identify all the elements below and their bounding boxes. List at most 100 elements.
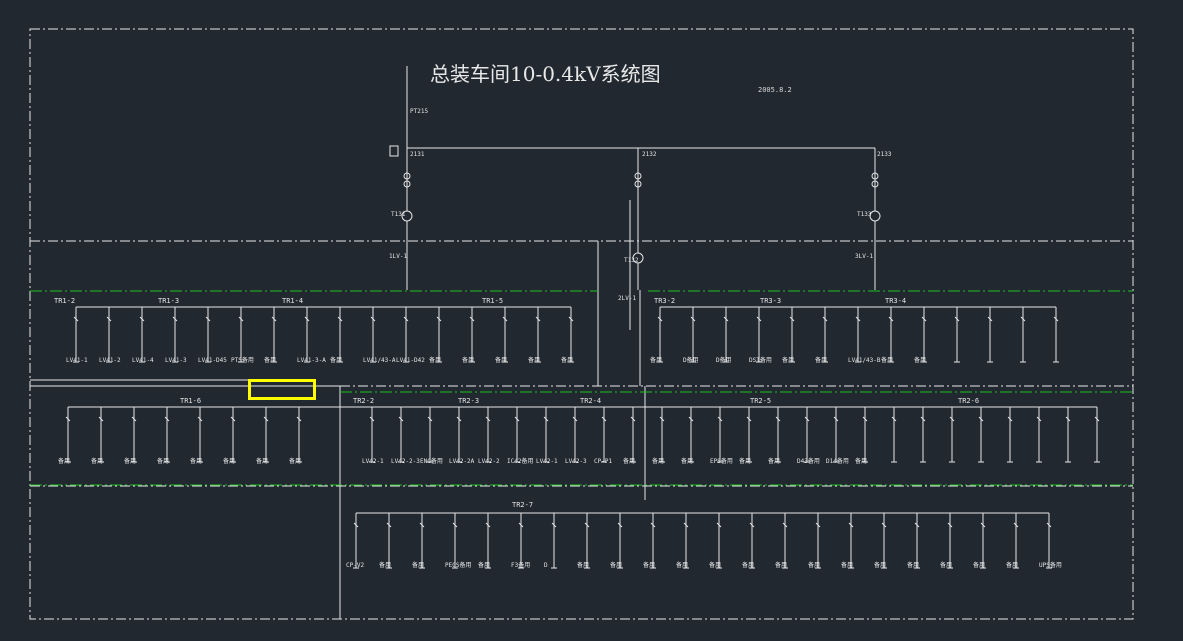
feeder-label: CP-P1 [594, 458, 613, 465]
breaker-tick [551, 522, 557, 528]
feeder-label: 备用 [429, 357, 442, 364]
feeder-label: 备用 [643, 562, 656, 569]
breaker-tick [688, 416, 694, 422]
feeder-label: LV42-2A [449, 458, 475, 465]
breaker-tick [197, 416, 203, 422]
feeder-label: LV41-1 [66, 357, 88, 364]
drawing-date: 2005.8.2 [758, 86, 792, 94]
breaker-tick [659, 416, 665, 422]
breaker-tick [98, 416, 104, 422]
breaker-tick [502, 316, 508, 322]
breaker-tick [888, 316, 894, 322]
feeder-label: 备用 [973, 562, 986, 569]
feeder-label: 备用 [478, 562, 491, 569]
breaker-tick [353, 522, 359, 528]
transformer-label-1: T131 [391, 211, 406, 218]
breaker-tick [1094, 416, 1100, 422]
group-tr3-3: TR3-3 [760, 297, 782, 305]
feeder-label: 备用 [462, 357, 475, 364]
feeder-label: 备用 [782, 357, 795, 364]
breaker-tick [535, 316, 541, 322]
feeder-label: 备用 [256, 458, 269, 465]
feeder-label: LV41-4 [132, 357, 154, 364]
group-tr2-4: TR2-4 [580, 397, 602, 405]
breaker-tick [947, 522, 953, 528]
group-tr2-6: TR2-6 [958, 397, 980, 405]
feeder-label: 备用 [914, 357, 927, 364]
feeder-label-2: 2132 [642, 151, 657, 158]
breaker-tick [164, 416, 170, 422]
feeder-label: 备用 [881, 357, 894, 364]
feeder-label: 备用 [739, 458, 752, 465]
group-tr1-6: TR1-6 [180, 397, 202, 405]
breaker-tick [914, 522, 920, 528]
feeder-label: 备用 [1006, 562, 1019, 569]
feeder-label: LV41/43-A [363, 357, 396, 364]
incoming-label: PT215 [410, 108, 429, 115]
breaker-tick [386, 522, 392, 528]
feeder-label-3: 2133 [877, 151, 892, 158]
feeder-label: LV41-2 [99, 357, 121, 364]
breaker-tick [205, 316, 211, 322]
breaker-tick [518, 522, 524, 528]
breaker-symbol [634, 180, 642, 188]
feeder-label: LV41-D42 [396, 357, 425, 364]
feeder-label: 备用 [841, 562, 854, 569]
feeder-label: LV41-D45 [198, 357, 227, 364]
breaker-tick [403, 316, 409, 322]
breaker-tick [238, 316, 244, 322]
feeder-label: LV42-1 [536, 458, 558, 465]
transformer-symbol [869, 210, 881, 222]
breaker-tick [469, 316, 475, 322]
feeder-label: 备用 [676, 562, 689, 569]
breaker-tick [749, 522, 755, 528]
breaker-tick [657, 316, 663, 322]
feeder-label: 备用 [561, 357, 574, 364]
breaker-tick [716, 522, 722, 528]
feeder-label: 备用 [940, 562, 953, 569]
group-tr1-2: TR1-2 [54, 297, 76, 305]
breaker-tick [271, 316, 277, 322]
feeder-label: LV42-2-3 [391, 458, 420, 465]
feeder-label: 备用 [681, 458, 694, 465]
breaker-tick [337, 316, 343, 322]
breaker-tick [601, 416, 607, 422]
breaker-tick [833, 416, 839, 422]
feeder-label: 备用 [91, 458, 104, 465]
feeder-label: LV42-1 [362, 458, 384, 465]
breaker-tick [485, 416, 491, 422]
breaker-tick [862, 416, 868, 422]
breaker-symbol [403, 172, 411, 180]
breaker-tick [822, 316, 828, 322]
feeder-label: 备用 [652, 458, 665, 465]
group-tr3-2: TR3-2 [654, 297, 676, 305]
breaker-tick [370, 316, 376, 322]
feeder-label: 备用 [650, 357, 663, 364]
breaker-tick [920, 416, 926, 422]
breaker-tick [73, 316, 79, 322]
breaker-label-2: 2LV-1 [618, 295, 637, 302]
breaker-tick [514, 416, 520, 422]
breaker-tick [804, 416, 810, 422]
breaker-symbol [634, 172, 642, 180]
breaker-tick [954, 316, 960, 322]
drawing-frame [29, 28, 1134, 620]
breaker-tick [65, 416, 71, 422]
breaker-tick [543, 416, 549, 422]
feeder-label: 备用 [709, 562, 722, 569]
breaker-tick [746, 416, 752, 422]
feeder-label: UPS备用 [1039, 562, 1062, 569]
selection-highlight[interactable] [248, 379, 316, 400]
group-tr2-2: TR2-2 [353, 397, 375, 405]
breaker-tick [456, 416, 462, 422]
feeder-label: 备用 [157, 458, 170, 465]
breaker-tick [815, 522, 821, 528]
feeder-label: 备用 [610, 562, 623, 569]
breaker-tick [584, 522, 590, 528]
feeder-label: 备用 [330, 357, 343, 364]
feeder-label: 备用 [907, 562, 920, 569]
group-tr2-7: TR2-7 [512, 501, 534, 509]
breaker-symbol [871, 180, 879, 188]
breaker-tick [756, 316, 762, 322]
